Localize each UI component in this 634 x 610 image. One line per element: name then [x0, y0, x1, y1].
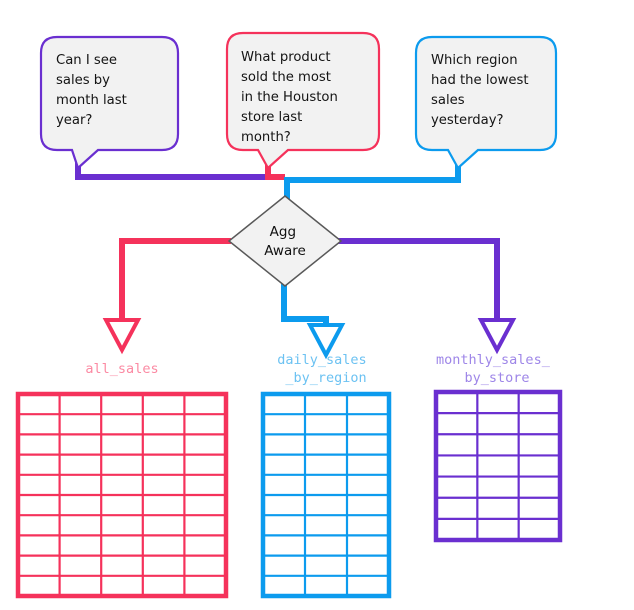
arrow-head-pink: [102, 318, 142, 355]
table-outline: [433, 389, 563, 543]
decision-label: Agg Aware: [264, 224, 306, 259]
arrow-heads: [102, 318, 517, 360]
speech-bubble-text: Can I see sales by month last year?: [56, 53, 131, 128]
diamond-shape: [227, 195, 343, 287]
connector-blue-out: [281, 279, 329, 325]
speech-bubble-shape: [414, 35, 558, 170]
table-grids: [15, 389, 563, 599]
speech-bubble-lowest-region[interactable]: Which region had the lowest sales yester…: [414, 35, 558, 170]
speech-bubble-houston-product[interactable]: What product sold the most in the Housto…: [225, 31, 381, 170]
arrow-head-blue: [306, 323, 346, 360]
table-label-all-sales: all_sales: [85, 361, 158, 377]
agg-aware-decision-node[interactable]: Agg Aware: [227, 195, 343, 287]
speech-bubble-text: Which region had the lowest sales yester…: [431, 53, 533, 128]
speech-bubble-month-sales[interactable]: Can I see sales by month last year?: [39, 35, 180, 170]
speech-bubble-shape: [225, 31, 381, 170]
table-label-monthly-sales-by-store: monthly_sales_ by_store: [436, 352, 558, 386]
speech-bubble-text: What product sold the most in the Housto…: [241, 50, 342, 145]
table-daily-sales-by-region[interactable]: [260, 391, 392, 599]
connector-pink-out: [119, 238, 231, 320]
connector-purple: [75, 150, 285, 180]
table-label-daily-sales-by-region: daily_sales _by_region: [277, 352, 375, 386]
connector-blue: [284, 150, 461, 204]
speech-bubble-shape: [39, 35, 180, 170]
table-all-sales[interactable]: [15, 391, 229, 599]
connector-purple-out: [337, 238, 500, 320]
table-monthly-sales-by-store[interactable]: [433, 389, 563, 543]
arrow-head-purple: [477, 318, 517, 355]
